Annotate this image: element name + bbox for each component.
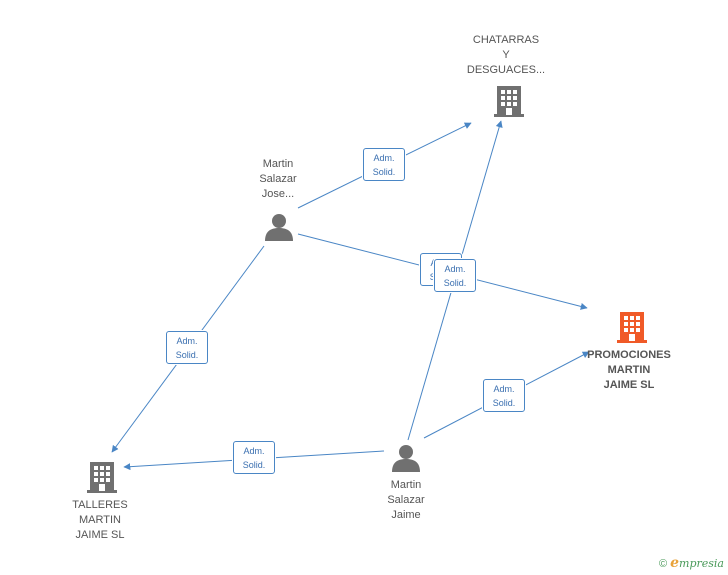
person-icon[interactable]	[391, 443, 421, 478]
node-label-martin-jaime[interactable]: Martin Salazar Jaime	[387, 479, 425, 521]
building-icon[interactable]	[493, 84, 525, 123]
edge-badge-jaime-talleres[interactable]: Adm.Solid.	[233, 441, 275, 474]
edge-badge-jose-talleres[interactable]: Adm.Solid.	[166, 331, 208, 364]
edge-badge-jose-chatarras[interactable]: Adm.Solid.	[363, 148, 405, 181]
building-icon[interactable]	[86, 460, 118, 499]
copyright-icon: ©	[658, 558, 668, 570]
edge-badge-jaime-chatarras[interactable]: Adm.Solid.	[434, 259, 476, 292]
brand-logo: empresia	[670, 555, 724, 571]
node-label-promociones[interactable]: PROMOCIONES MARTIN JAIME SL	[587, 349, 671, 391]
node-label-chatarras[interactable]: CHATARRAS Y DESGUACES...	[466, 34, 546, 76]
node-label-martin-jose[interactable]: Martin Salazar Jose...	[259, 158, 297, 200]
edge-badge-jaime-promociones[interactable]: Adm.Solid.	[483, 379, 525, 412]
building-icon[interactable]	[616, 310, 648, 349]
node-label-talleres[interactable]: TALLERES MARTIN JAIME SL	[72, 499, 128, 541]
person-icon[interactable]	[264, 212, 294, 247]
footer-brand: © empresia	[659, 555, 724, 571]
